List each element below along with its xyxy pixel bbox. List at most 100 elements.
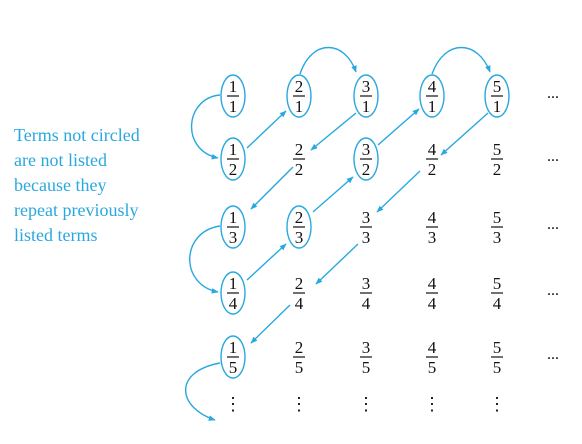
row-ellipsis: ... — [547, 148, 559, 165]
enumeration-path — [184, 47, 491, 421]
numerator: 3 — [362, 208, 371, 227]
numerator: 5 — [493, 338, 502, 357]
denominator: 2 — [428, 160, 437, 179]
denominator: 2 — [295, 160, 304, 179]
path-arrow — [310, 112, 357, 151]
denominator: 5 — [493, 358, 502, 377]
fraction-2-over-5: 25 — [293, 338, 305, 377]
path-arrow — [246, 243, 287, 281]
column-ellipsis: ⋮ — [224, 394, 242, 414]
denominator: 1 — [493, 97, 502, 116]
denominator: 1 — [229, 97, 238, 116]
row-ellipsis: ... — [547, 216, 559, 233]
path-arrow — [189, 225, 221, 294]
caption-line-4: repeat previously — [14, 200, 139, 220]
denominator: 5 — [229, 358, 238, 377]
fraction-1-over-3: 13 — [220, 205, 246, 249]
fraction-3-over-2: 32 — [353, 137, 379, 181]
denominator: 1 — [362, 97, 371, 116]
path-arrow — [376, 170, 421, 213]
fraction-3-over-5: 35 — [360, 338, 372, 377]
fraction-3-over-1: 31 — [353, 74, 379, 118]
path-arrow — [190, 94, 221, 160]
path-arrow — [250, 304, 291, 344]
fraction-4-over-3: 43 — [426, 208, 438, 247]
circle-marker — [220, 271, 246, 315]
numerator: 4 — [428, 140, 437, 159]
denominator: 3 — [229, 228, 238, 247]
numerator: 1 — [229, 208, 238, 227]
circle-marker — [484, 74, 510, 118]
circle-marker — [220, 74, 246, 118]
fraction-5-over-5: 55 — [491, 338, 503, 377]
fraction-1-over-2: 12 — [220, 137, 246, 181]
fraction-5-over-4: 54 — [491, 274, 503, 313]
fraction-5-over-3: 53 — [491, 208, 503, 247]
numerator: 1 — [229, 140, 238, 159]
caption: Terms not circled are not listed because… — [14, 123, 174, 248]
caption-line-1: Terms not circled — [14, 125, 140, 145]
numerator: 3 — [362, 77, 371, 96]
fraction-1-over-4: 14 — [220, 271, 246, 315]
denominator: 5 — [428, 358, 437, 377]
path-arrow — [440, 112, 489, 156]
numerator: 1 — [229, 77, 238, 96]
denominator: 4 — [229, 294, 238, 313]
column-ellipsis: ⋮ — [357, 394, 375, 414]
numerator: 4 — [428, 77, 437, 96]
caption-line-3: because they — [14, 175, 107, 195]
numerator: 2 — [295, 338, 304, 357]
denominator: 2 — [229, 160, 238, 179]
denominator: 1 — [295, 97, 304, 116]
fraction-2-over-3: 23 — [286, 205, 312, 249]
fraction-2-over-1: 21 — [286, 74, 312, 118]
path-arrow — [377, 108, 420, 146]
column-ellipsis: ⋮ — [290, 394, 308, 414]
numerator: 2 — [295, 208, 304, 227]
path-arrow — [312, 176, 354, 213]
path-arrow — [184, 362, 221, 421]
circle-marker — [220, 205, 246, 249]
denominator: 4 — [428, 294, 437, 313]
path-arrow — [246, 110, 287, 149]
numerator: 4 — [428, 208, 437, 227]
numerator: 3 — [362, 274, 371, 293]
path-arrow — [431, 47, 491, 75]
row-ellipsis: ... — [547, 346, 559, 363]
numerator: 5 — [493, 140, 502, 159]
path-arrow — [250, 166, 294, 210]
fraction-4-over-4: 44 — [426, 274, 438, 313]
numerator: 3 — [362, 140, 371, 159]
fraction-1-over-1: 11 — [220, 74, 246, 118]
denominator: 4 — [295, 294, 304, 313]
circle-marker — [286, 74, 312, 118]
circle-marker — [353, 137, 379, 181]
numerator: 3 — [362, 338, 371, 357]
ellipsis-marks: ...............⋮⋮⋮⋮⋮ — [224, 85, 559, 414]
fraction-5-over-2: 52 — [491, 140, 503, 179]
fraction-grid: 1121314151122232425213233343531424344454… — [220, 74, 510, 379]
row-ellipsis: ... — [547, 282, 559, 299]
denominator: 3 — [362, 228, 371, 247]
path-arrow — [315, 243, 359, 285]
numerator: 2 — [295, 77, 304, 96]
fraction-3-over-4: 34 — [360, 274, 372, 313]
numerator: 1 — [229, 274, 238, 293]
numerator: 4 — [428, 274, 437, 293]
numerator: 5 — [493, 208, 502, 227]
numerator: 1 — [229, 338, 238, 357]
caption-line-5: listed terms — [14, 225, 98, 245]
denominator: 2 — [493, 160, 502, 179]
fraction-2-over-4: 24 — [293, 274, 305, 313]
denominator: 3 — [295, 228, 304, 247]
fraction-3-over-3: 33 — [360, 208, 372, 247]
denominator: 2 — [362, 160, 371, 179]
column-ellipsis: ⋮ — [423, 394, 441, 414]
denominator: 4 — [362, 294, 371, 313]
circle-marker — [353, 74, 379, 118]
path-arrow — [299, 47, 357, 75]
numerator: 5 — [493, 77, 502, 96]
denominator: 3 — [493, 228, 502, 247]
denominator: 4 — [493, 294, 502, 313]
